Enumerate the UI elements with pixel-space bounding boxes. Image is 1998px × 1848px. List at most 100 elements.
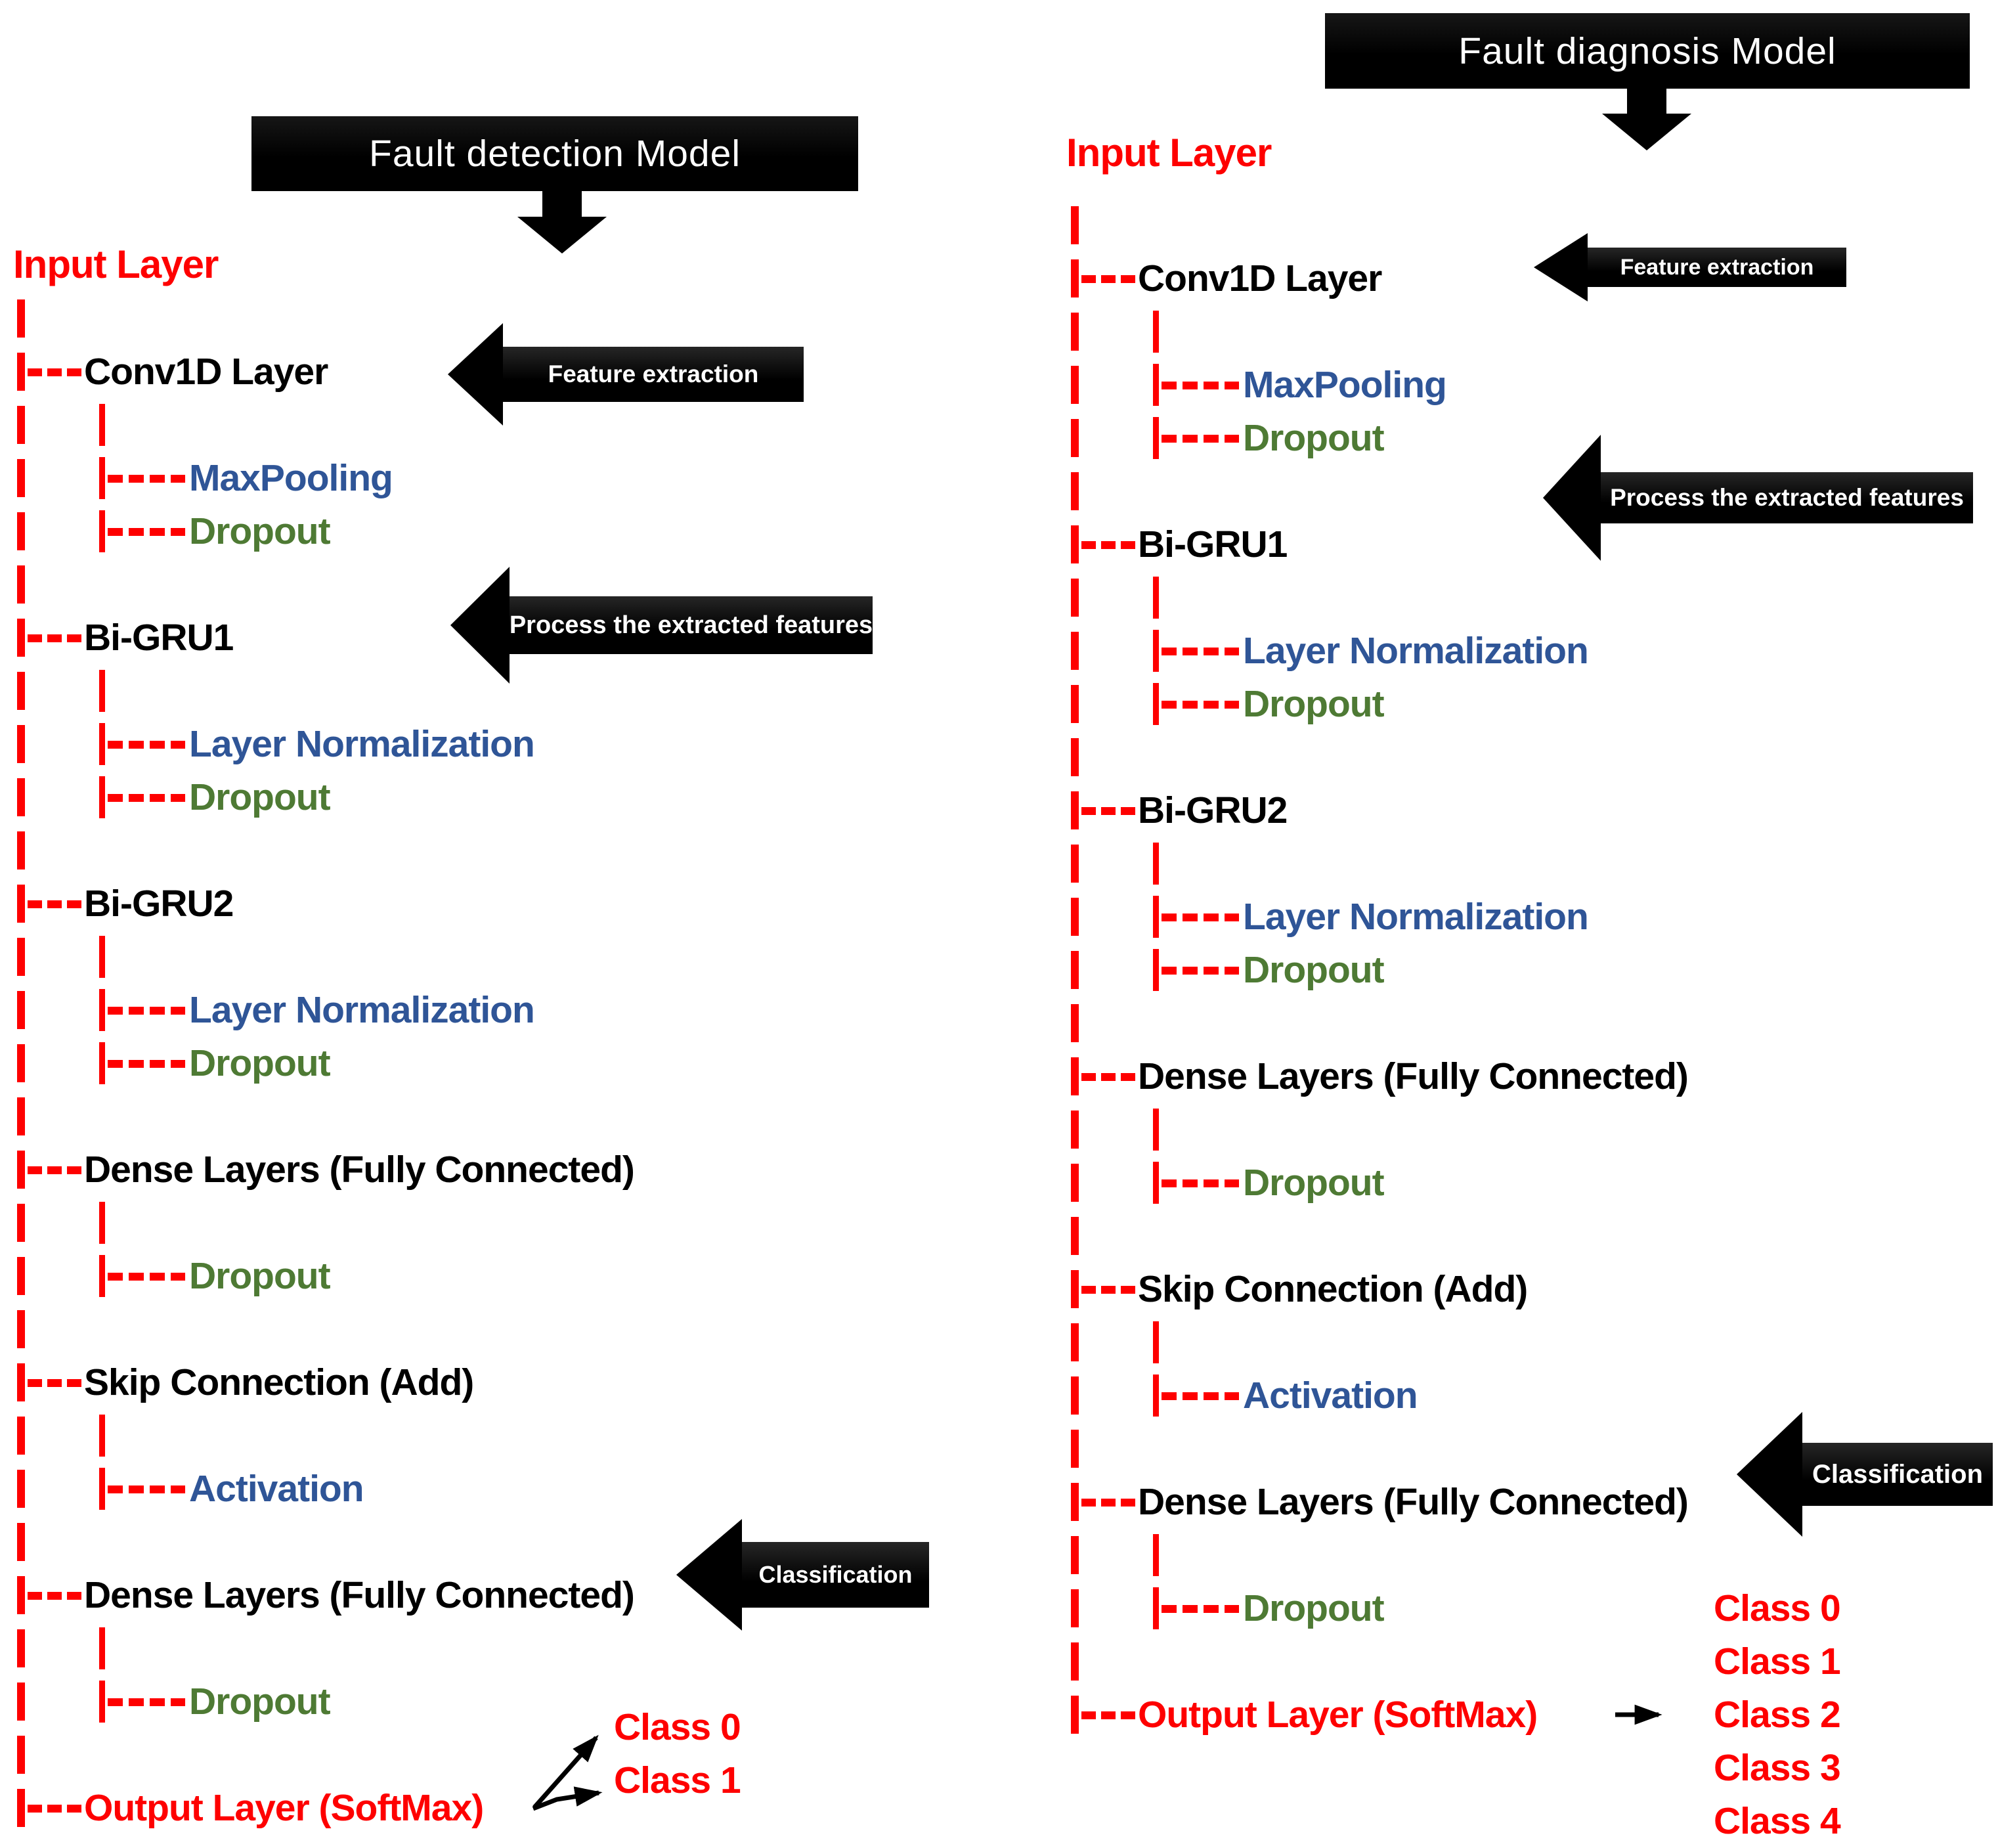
tree-row-parent: Dense Layers (Fully Connected) [17,1569,936,1622]
layer-label: Dropout [189,510,331,552]
tree-row-l2 [1071,305,1990,359]
model-title-banner: Fault detection Model [251,116,858,191]
layer-label: Dropout [189,1255,331,1297]
tree-row-parent: Dense Layers (Fully Connected) [17,1143,936,1197]
tree-row-blank [1071,731,1990,784]
layer-label: Dropout [189,1681,331,1723]
tree-row-l2 [1071,571,1990,625]
tree-connector-dashes [1081,541,1135,549]
layer-label: Output Layer (SoftMax) [1138,1694,1538,1736]
tree-row-blank [1071,1635,1990,1688]
callout-label: Feature extraction [503,347,804,402]
tree-row-parent: Output Layer (SoftMax) [1071,1688,1990,1742]
tree-connector-dashes [1162,701,1239,709]
class-label: Class 0 [614,1706,741,1748]
class-label: Class 0 [1714,1587,1841,1629]
left-arrow-icon [676,1519,742,1631]
tree-connector-dashes [28,1592,81,1600]
tree-row-l2 [17,1409,936,1463]
tree-row-parent: Bi-GRU1 [1071,518,1990,571]
class-label: Class 1 [614,1759,741,1801]
tree-row-parent: Conv1D Layer [17,345,936,399]
tree-row-blank [17,292,936,345]
tree-row-l2 [1071,1529,1990,1582]
tree-row-blank [17,1303,936,1356]
down-arrow-icon [517,190,607,253]
input-layer-label: Input Layer [13,242,219,286]
layer-label: Skip Connection (Add) [84,1361,474,1403]
layer-label: Bi-GRU2 [84,883,234,925]
tree-row-blank [17,1516,936,1569]
layer-label: Dropout [189,1042,331,1084]
tree-row-parent: Conv1D Layer [1071,252,1990,305]
tree-connector-dashes [28,900,81,908]
tree-row-blank [17,1090,936,1143]
tree-connector-dashes [1081,275,1135,283]
tree-row-l2 [17,931,936,984]
class-label: Class 2 [1714,1694,1841,1736]
layer-label: Dense Layers (Fully Connected) [1138,1055,1689,1097]
tree-connector-dashes [108,1060,185,1068]
layer-label: Dropout [1243,683,1385,725]
callout-label: Classification [742,1542,929,1608]
class-label: Class 1 [1714,1640,1841,1683]
tree-connector-dashes [108,528,185,536]
class-label: Class 3 [1714,1747,1841,1789]
layer-label: Dense Layers (Fully Connected) [84,1574,635,1616]
tree-connector-dashes [1162,967,1239,975]
tree-row-parent: Skip Connection (Add) [1071,1263,1990,1316]
tree-connector-dashes [28,1166,81,1174]
tree-row-child: Dropout [1071,678,1990,731]
tree-connector-dashes [1162,1605,1239,1613]
layer-label: Layer Normalization [1243,630,1589,672]
tree-connector-dashes [1081,1286,1135,1294]
tree-row-child: Dropout [1071,944,1990,997]
callout-label: Process the extracted features [1601,472,1973,523]
tree-row-child: MaxPooling [1071,359,1990,412]
layer-label: Dense Layers (Fully Connected) [1138,1481,1689,1523]
tree-row-child: Dropout [17,1675,936,1728]
tree-row-parent: Bi-GRU2 [17,877,936,931]
tree-row-parent: Bi-GRU2 [1071,784,1990,837]
layer-label: MaxPooling [189,457,393,499]
layer-label: Activation [189,1468,364,1510]
tree-row-child: Dropout [17,771,936,824]
tree-row-l2 [17,1622,936,1675]
tree-row-parent: Dense Layers (Fully Connected) [1071,1050,1990,1103]
left-arrow-icon [1534,233,1588,301]
layer-label: Conv1D Layer [84,351,328,393]
tree-connector-dashes [1081,1711,1135,1719]
tree-row-child: Dropout [1071,1156,1990,1210]
tree-row-l2 [1071,1103,1990,1156]
tree-connector-dashes [1162,382,1239,389]
tree-row-child: Layer Normalization [1071,625,1990,678]
tree-row-l2 [1071,1316,1990,1369]
tree-row-parent: Dense Layers (Fully Connected) [1071,1476,1990,1529]
tree-row-blank [17,558,936,611]
tree-row-l2 [17,399,936,452]
layer-label: Bi-GRU2 [1138,789,1288,831]
tree-row-blank [17,1728,936,1782]
tree-row-blank [1071,1422,1990,1476]
left-arrow-icon [1737,1412,1802,1537]
tree-connector-dashes [1162,913,1239,921]
tree-row-child: Dropout [1071,1582,1990,1635]
layer-label: Dropout [1243,1587,1385,1629]
tree-connector-dashes [1162,1179,1239,1187]
tree-connector-dashes [28,634,81,642]
tree-connector-dashes [28,368,81,376]
layer-label: Conv1D Layer [1138,257,1382,299]
layer-label: Activation [1243,1375,1418,1417]
layer-label: Bi-GRU1 [1138,523,1288,565]
tree-connector-dashes [1081,807,1135,815]
tree-connector-dashes [108,1698,185,1706]
tree-row-blank [1071,199,1990,252]
tree-connector-dashes [1162,1392,1239,1400]
feature-extraction-callout: Feature extraction [1534,233,1846,301]
tree-row-child: Activation [17,1463,936,1516]
tree-connector-dashes [108,741,185,749]
tree-connector-dashes [1081,1499,1135,1507]
tree-row-child: Layer Normalization [1071,891,1990,944]
